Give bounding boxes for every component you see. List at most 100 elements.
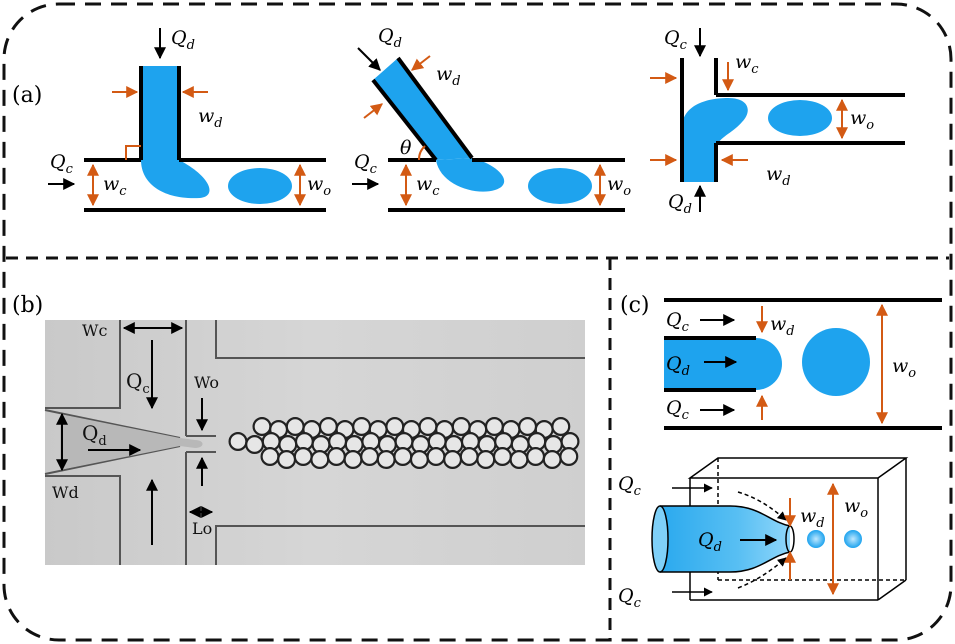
dispersed-channel-fluid [373, 58, 472, 160]
orange-width-arrow [411, 55, 431, 71]
panel-b-label: (b) [12, 293, 43, 318]
qd-label: Qd [668, 191, 692, 217]
wd-label: wd [198, 105, 223, 131]
micrograph-droplet [526, 447, 546, 467]
qc-label: Qc [618, 585, 642, 611]
droplet [528, 168, 592, 204]
micrograph-droplet [326, 447, 346, 467]
wo-label: wo [844, 495, 868, 521]
panel-a: (a) Qd wd Qc wc wo [12, 25, 905, 217]
micrograph-droplet [542, 450, 562, 470]
droplet [802, 328, 870, 396]
qd-label: Qd [82, 421, 107, 449]
wd-label: Wd [52, 483, 79, 502]
angle-arc [418, 145, 426, 161]
micrograph-droplet [509, 450, 529, 470]
micrograph-droplet [518, 417, 538, 437]
qd-label: Qd [171, 27, 195, 53]
micrograph-droplet [352, 417, 372, 437]
lo-label: Lo [192, 519, 212, 538]
droplet [768, 100, 832, 136]
micrograph-droplet [252, 417, 272, 437]
micrograph-droplet [551, 417, 571, 437]
micrograph-droplet [376, 450, 396, 470]
dispersed-channel-fluid [141, 66, 179, 162]
theta-label: θ [400, 137, 412, 159]
dispersed-stream [60, 414, 203, 470]
micrograph-droplet [451, 417, 471, 437]
panel-c-coflow-3d: Qc wd wo Qd Qc [618, 457, 909, 611]
wc-label: wc [735, 51, 759, 77]
panel-c-label: (c) [620, 293, 650, 318]
qc-label: Qc [666, 309, 690, 335]
wo-label: Wo [194, 373, 219, 392]
micrograph-droplet [360, 447, 380, 467]
dispersed-jet [664, 338, 782, 390]
micrograph-droplet [409, 450, 429, 470]
sheath-flow-streamline [737, 557, 787, 589]
qd-label: Qd [666, 353, 690, 379]
orange-width-arrow [363, 103, 383, 119]
qc-label: Qc [50, 151, 74, 177]
panel-a-label: (a) [12, 83, 42, 108]
flow-arrow [357, 47, 381, 71]
sheath-flow-streamline [737, 491, 787, 521]
droplet [807, 530, 825, 548]
micrograph-droplet [285, 417, 305, 437]
panel-b: (b) Wc Qc Wo Qd Wd Lo [12, 293, 585, 565]
qc-label: Qc [618, 473, 642, 499]
micrograph-droplet [343, 450, 363, 470]
micrograph-droplet [260, 447, 280, 467]
micrograph-droplet [443, 450, 463, 470]
micrograph-droplet [492, 447, 512, 467]
wc-label: Wc [82, 321, 107, 340]
wd-label: wd [770, 313, 795, 339]
wc-label: wc [416, 173, 440, 199]
wd-label: wd [766, 163, 791, 189]
micrograph-droplet [293, 447, 313, 467]
nozzle-opening [651, 505, 669, 573]
wo-label: wo [607, 173, 631, 199]
qd-label: Qd [378, 25, 402, 51]
wo-label: wo [307, 173, 331, 199]
micrograph-droplet [393, 447, 413, 467]
micrograph-droplet [385, 417, 405, 437]
qc-label: Qc [126, 369, 150, 397]
qc-label: Qc [354, 151, 378, 177]
forming-droplet [436, 158, 505, 192]
nozzle-outline [660, 505, 791, 573]
panel-c: (c) Qc wd Qd Qc wo [618, 293, 942, 611]
monodisperse-droplets [228, 417, 580, 470]
qc-label: Qc [664, 27, 688, 53]
panel-a-bend-junction: Qc wc wd wo Qd [650, 27, 905, 217]
right-angle-mark [125, 145, 141, 160]
wo-label: wo [850, 107, 874, 133]
micrograph-droplet [426, 447, 446, 467]
qc-label: Qc [666, 397, 690, 423]
micrograph-droplet [459, 447, 479, 467]
channel-wall [396, 56, 474, 160]
micrograph-droplet [559, 447, 579, 467]
wd-label: wd [800, 505, 825, 531]
qd-label: Qd [698, 529, 722, 555]
micrograph-droplet [310, 450, 330, 470]
micrograph-channel-walls [44, 320, 585, 565]
panel-c-coflow-2d: Qc wd Qd Qc wo [664, 298, 942, 430]
micrograph-droplet [418, 417, 438, 437]
micrograph-droplet [476, 450, 496, 470]
micrograph-droplet [277, 450, 297, 470]
panel-a-y-junction: θ Qd wd Qc wc wo [352, 25, 631, 212]
micrograph-droplet [228, 432, 248, 452]
micrograph-droplet [484, 417, 504, 437]
wc-label: wc [103, 173, 127, 199]
panel-a-t-junction: Qd wd Qc wc wo [48, 27, 331, 212]
forming-droplet [141, 160, 210, 199]
wo-label: wo [892, 355, 916, 381]
droplet [844, 530, 862, 548]
nozzle-fluid [660, 506, 790, 572]
micrograph-droplet [245, 435, 265, 455]
dispersed-channel-fluid [682, 98, 748, 182]
droplet [228, 168, 292, 204]
